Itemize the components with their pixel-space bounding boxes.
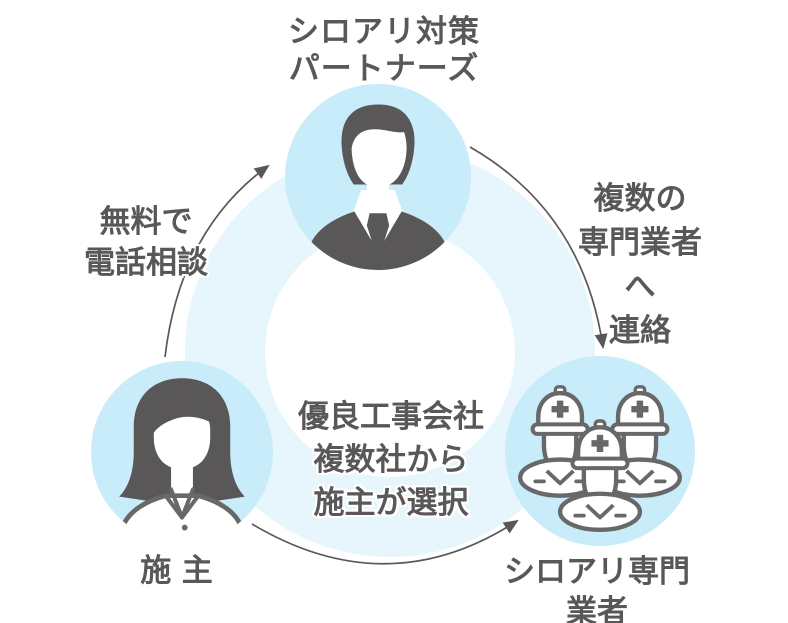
businessman-icon xyxy=(307,104,449,270)
arrow-owner-to-partners xyxy=(164,164,270,358)
workers-icon xyxy=(505,356,695,546)
node-contractors xyxy=(505,356,695,546)
arrow-partners-to-contractors xyxy=(469,146,608,349)
partners-node-label: シロアリ対策 パートナーズ xyxy=(288,14,480,86)
contractors-node-label: シロアリ専門業者 xyxy=(504,554,690,623)
edge-label-contact-multiple-contractors: 複数の 専門業者へ 連絡 xyxy=(578,181,702,348)
node-owner xyxy=(91,361,273,543)
node-partners xyxy=(285,84,471,270)
woman-icon xyxy=(118,378,246,543)
owner-node-label: 施 主 xyxy=(140,553,214,588)
arrow-owner-to-contractors xyxy=(251,519,519,565)
edge-label-free-phone-consultation: 無料で 電話相談 xyxy=(84,204,208,280)
edge-label-owner-selects: 優良工事会社 複数社から 施主が選択 xyxy=(298,399,484,520)
